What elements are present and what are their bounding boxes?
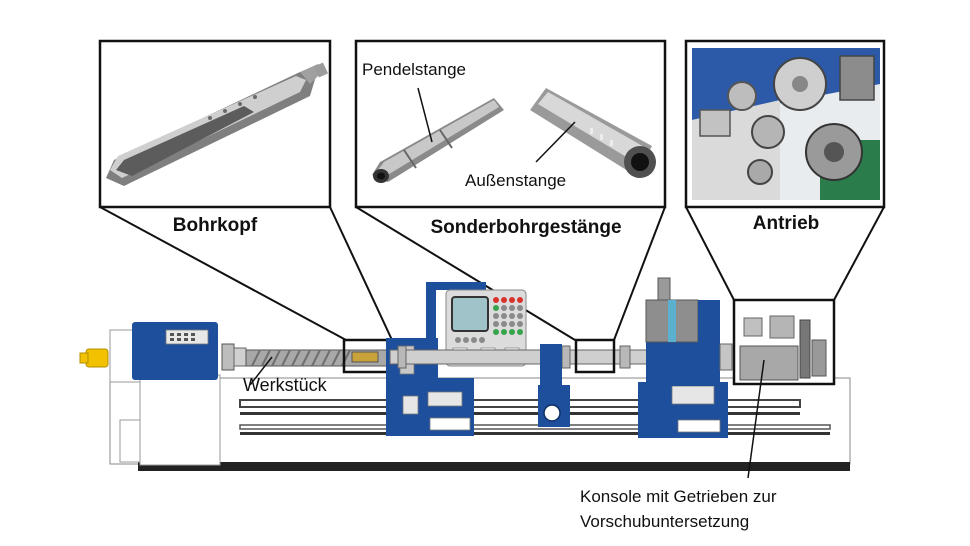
callout-box-antrieb: Antrieb bbox=[684, 39, 886, 234]
label-aussenstange: Außenstange bbox=[465, 171, 566, 190]
label-pendelstange: Pendelstange bbox=[362, 60, 466, 79]
drive-unit bbox=[638, 277, 733, 438]
label-konsole-line2: Vorschubuntersetzung bbox=[580, 512, 749, 531]
left-headstock bbox=[79, 322, 221, 466]
drive-photo bbox=[692, 48, 880, 200]
label-konsole-line1: Konsole mit Getrieben zur bbox=[580, 487, 777, 506]
drill-rod bbox=[389, 349, 649, 365]
drill-head-photo bbox=[106, 62, 329, 186]
pendulum-rod-photo bbox=[372, 98, 504, 183]
drill-rod-highlight-box bbox=[574, 338, 616, 374]
aussenstange-pointer bbox=[535, 121, 576, 163]
steady-rest bbox=[538, 344, 570, 427]
callout-title-antrieb: Antrieb bbox=[753, 213, 820, 234]
callout-box-bohrkopf: Bohrkopf bbox=[98, 39, 332, 236]
callout-title-sonderbohrgestaenge: Sonderbohrgestänge bbox=[430, 217, 621, 238]
callout-leader-lines bbox=[99, 206, 885, 341]
central-carriage bbox=[386, 282, 486, 436]
label-werkstueck: Werkstück bbox=[243, 375, 328, 395]
outer-rod-photo bbox=[530, 88, 656, 178]
pendelstange-pointer bbox=[417, 87, 433, 143]
machine-bed bbox=[109, 377, 851, 471]
callout-title-bohrkopf: Bohrkopf bbox=[173, 215, 258, 236]
gear-console bbox=[732, 298, 836, 479]
callout-box-sonderbohrgestaenge: Pendelstange Außenstange Sonderbohrgestä… bbox=[354, 39, 667, 238]
